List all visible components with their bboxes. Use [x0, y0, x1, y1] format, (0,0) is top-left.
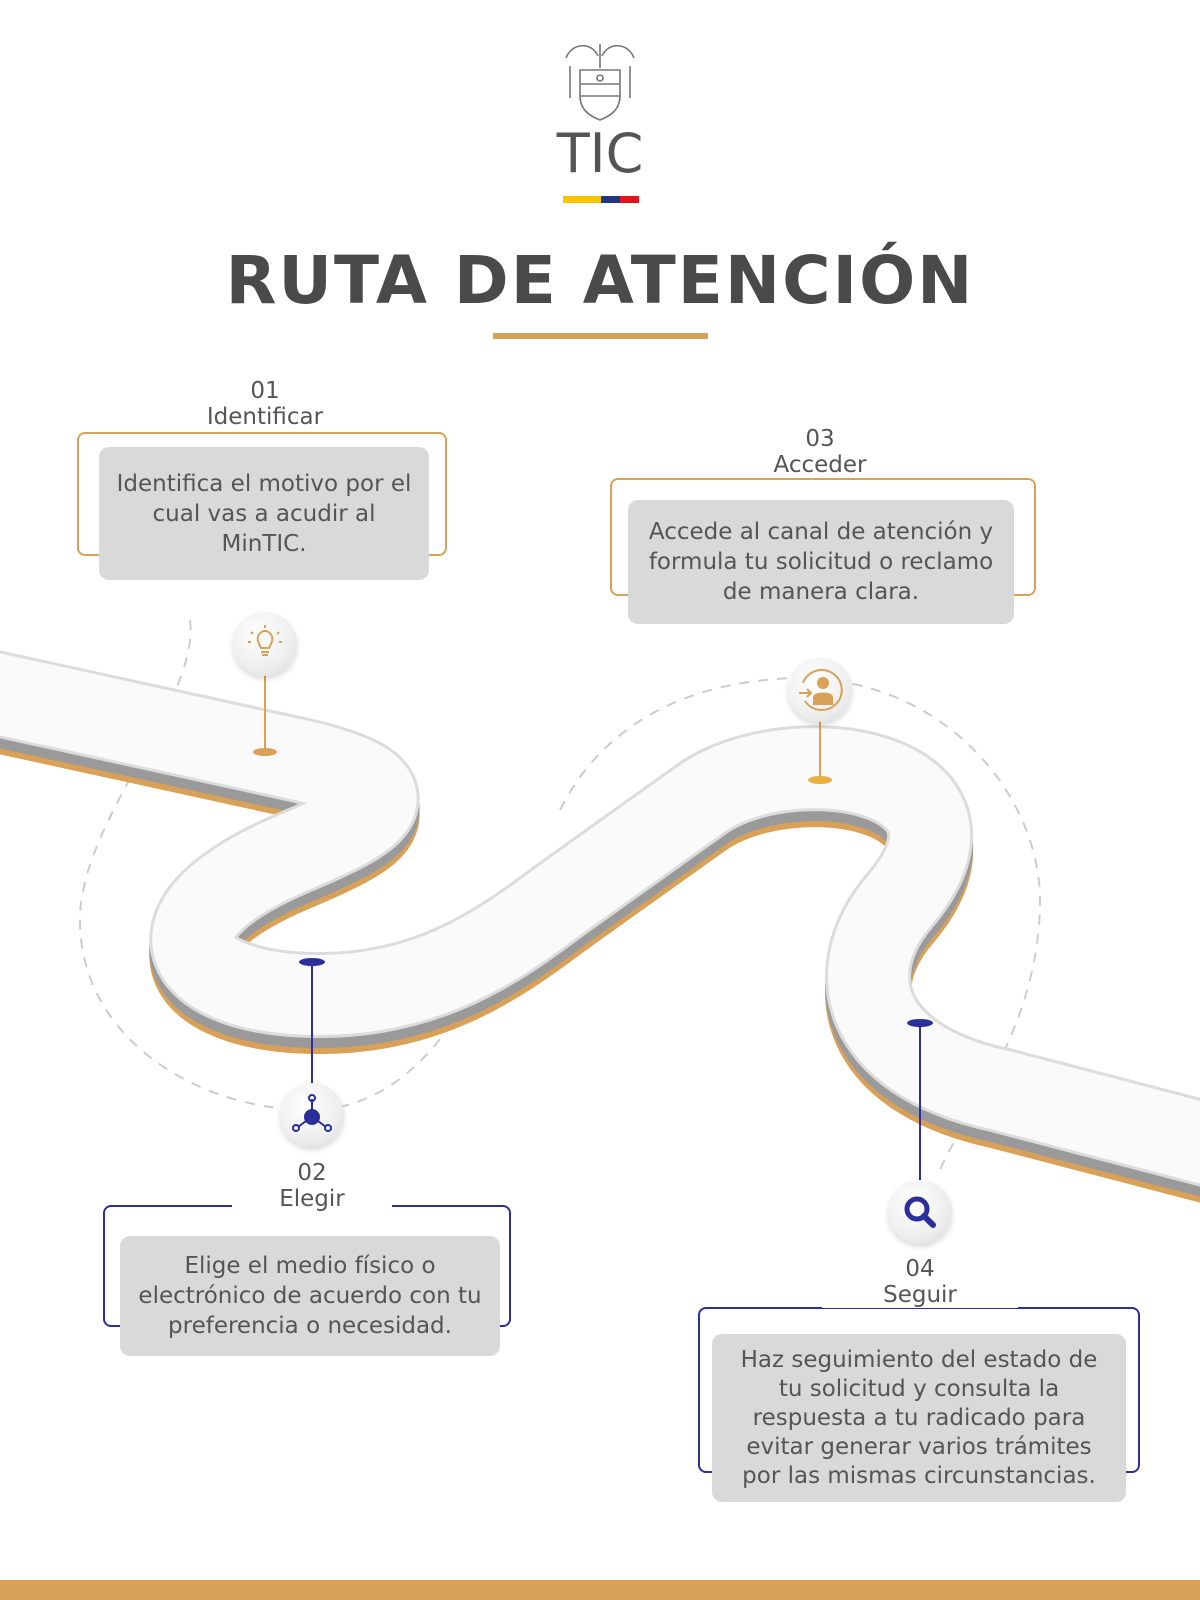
step-4-heading: 04 Seguir: [822, 1256, 1018, 1308]
step-number: 03: [805, 426, 835, 452]
step-name: Elegir: [279, 1186, 345, 1212]
step-name: Seguir: [883, 1282, 957, 1308]
search-icon: [904, 1196, 936, 1228]
step-4-pin: [888, 1180, 952, 1244]
step-2-card: Elige el medio físico o electrónico de a…: [120, 1236, 500, 1356]
step-number: 01: [250, 378, 280, 404]
step-3-pin: [788, 658, 852, 722]
page-title: RUTA DE ATENCIÓN: [225, 242, 975, 319]
title-underline: [493, 333, 708, 339]
step-1-heading: 01 Identificar: [160, 378, 370, 430]
step-2-heading: 02 Elegir: [232, 1160, 392, 1212]
user-enter-icon: [799, 669, 843, 711]
step-number: 02: [297, 1160, 327, 1186]
step-number: 04: [905, 1256, 935, 1282]
step-4-card: Haz seguimiento del estado de tu solicit…: [712, 1334, 1126, 1502]
step-1-pin: [233, 612, 297, 676]
step-2-pin: [280, 1083, 344, 1147]
step-name: Acceder: [773, 452, 867, 478]
coat-of-arms-logo: [565, 44, 635, 121]
dashed-guides: [78, 619, 1042, 1171]
step-3-card: Accede al canal de atención y formula tu…: [628, 500, 1014, 624]
footer-bar: [0, 1580, 1200, 1600]
lightbulb-icon: [248, 625, 282, 656]
step-1-card: Identifica el motivo por el cual vas a a…: [99, 447, 429, 580]
logo-text: TIC: [556, 122, 644, 185]
flag-stripe: [563, 196, 639, 203]
step-name: Identificar: [206, 404, 324, 430]
step-3-heading: 03 Acceder: [730, 426, 910, 478]
network-icon: [292, 1094, 332, 1132]
